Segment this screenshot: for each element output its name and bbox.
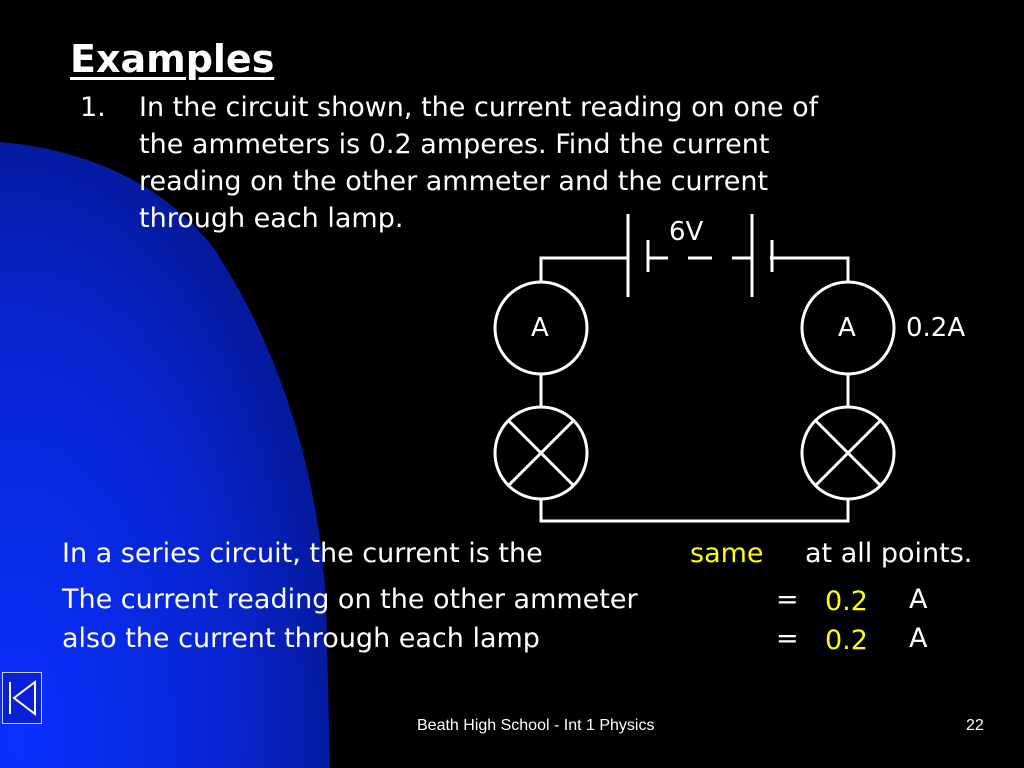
series-answer-word: same xyxy=(690,538,764,569)
other-ammeter-value: 0.2 xyxy=(825,586,868,617)
other-ammeter-statement: The current reading on the other ammeter xyxy=(62,584,638,615)
wire-bottom xyxy=(539,499,850,523)
lamp-current-statement: also the current through each lamp xyxy=(62,623,540,654)
question-line: reading on the other ammeter and the cur… xyxy=(139,166,769,197)
question-number: 1. xyxy=(80,92,106,123)
battery-symbol xyxy=(626,214,774,297)
page-title: Examples xyxy=(70,37,275,81)
lamp-left xyxy=(493,405,589,501)
lamp-right xyxy=(800,405,896,501)
wire-top-left xyxy=(539,256,628,260)
footer-text: Beath High School - Int 1 Physics xyxy=(417,717,655,734)
question-line: through each lamp. xyxy=(139,203,404,234)
question-line: the ammeters is 0.2 amperes. Find the cu… xyxy=(139,129,770,160)
ammeter-reading-label: 0.2A xyxy=(906,313,966,343)
series-statement: In a series circuit, the current is the xyxy=(62,538,543,569)
equals-sign: = xyxy=(776,623,799,654)
ammeter-left-label: A xyxy=(531,313,549,343)
series-statement-end: at all points. xyxy=(805,538,973,569)
lamp-current-value: 0.2 xyxy=(825,625,868,656)
wire-top-right xyxy=(770,256,850,260)
first-slide-button[interactable] xyxy=(2,672,42,724)
ammeter-right-label: A xyxy=(838,313,856,343)
question-line: In the circuit shown, the current readin… xyxy=(139,92,819,123)
page-number: 22 xyxy=(966,717,984,734)
lamp-current-unit: A xyxy=(909,623,928,654)
skip-to-start-icon xyxy=(9,679,36,717)
other-ammeter-unit: A xyxy=(909,584,928,615)
equals-sign: = xyxy=(776,584,799,615)
battery-label: 6V xyxy=(669,217,704,247)
